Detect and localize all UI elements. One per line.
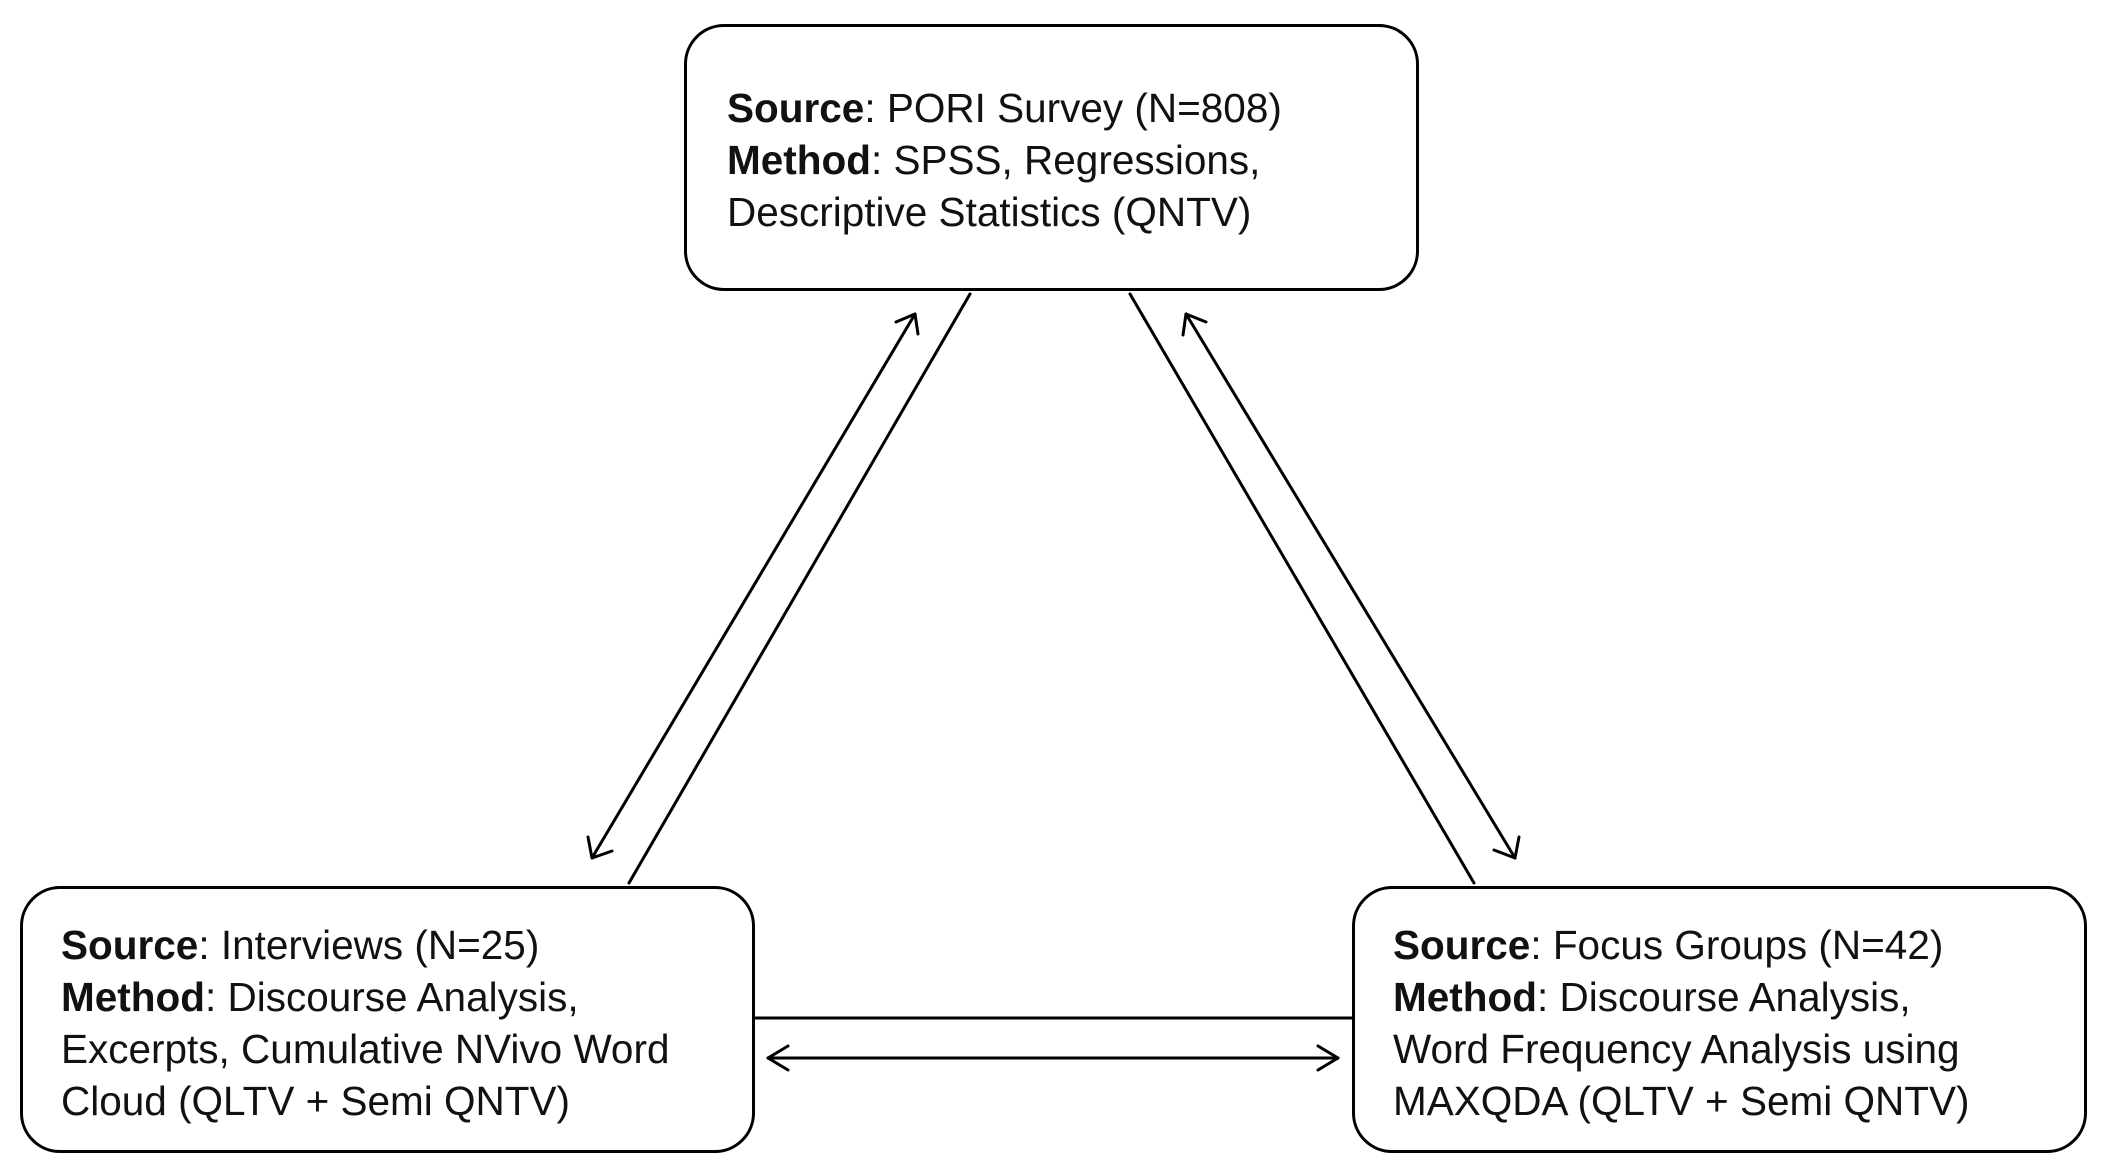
method-line: Method: SPSS, Regressions, [727,134,1416,186]
node-interviews: Source: Interviews (N=25) Method: Discou… [20,886,755,1153]
source-value: : Interviews (N=25) [198,922,540,968]
method-label: Method [727,137,871,183]
source-label: Source [61,922,199,968]
method-continuation: Descriptive Statistics (QNTV) [727,189,1252,235]
method-label: Method [61,974,205,1020]
node-focus-groups: Source: Focus Groups (N=42) Method: Disc… [1352,886,2087,1153]
method-value: : SPSS, Regressions, [870,137,1261,183]
connector-line-top-right-plain [1128,292,1476,885]
method-continuation: Cloud (QLTV + Semi QNTV) [61,1078,570,1124]
source-line: Source: Focus Groups (N=42) [1393,919,2084,971]
arrow-head-top-left-up [894,312,920,336]
source-line: Source: PORI Survey (N=808) [727,82,1416,134]
arrow-line-top-right [1184,312,1517,860]
method-line: Method: Discourse Analysis, [1393,971,2084,1023]
source-label: Source [727,85,865,131]
method-line: Method: Discourse Analysis, [61,971,752,1023]
arrow-head-left [766,1044,790,1072]
arrow-head-top-left-down [586,835,614,860]
arrow-head-top-right-down [1492,835,1521,860]
arrow-head-right [1316,1044,1340,1072]
method-label: Method [1393,974,1537,1020]
arrow-line-top-left [590,312,917,860]
method-continuation: MAXQDA (QLTV + Semi QNTV) [1393,1078,1970,1124]
node-pori-survey: Source: PORI Survey (N=808) Method: SPSS… [684,24,1419,291]
source-value: : Focus Groups (N=42) [1530,922,1944,968]
method-value: : Discourse Analysis, [1536,974,1911,1020]
method-continuation: Excerpts, Cumulative NVivo Word [61,1026,670,1072]
connector-line-top-left-plain [627,292,972,885]
arrow-head-top-right-up [1181,312,1208,337]
source-label: Source [1393,922,1531,968]
method-value: : Discourse Analysis, [204,974,579,1020]
source-line: Source: Interviews (N=25) [61,919,752,971]
source-value: : PORI Survey (N=808) [864,85,1282,131]
method-continuation: Word Frequency Analysis using [1393,1026,1960,1072]
